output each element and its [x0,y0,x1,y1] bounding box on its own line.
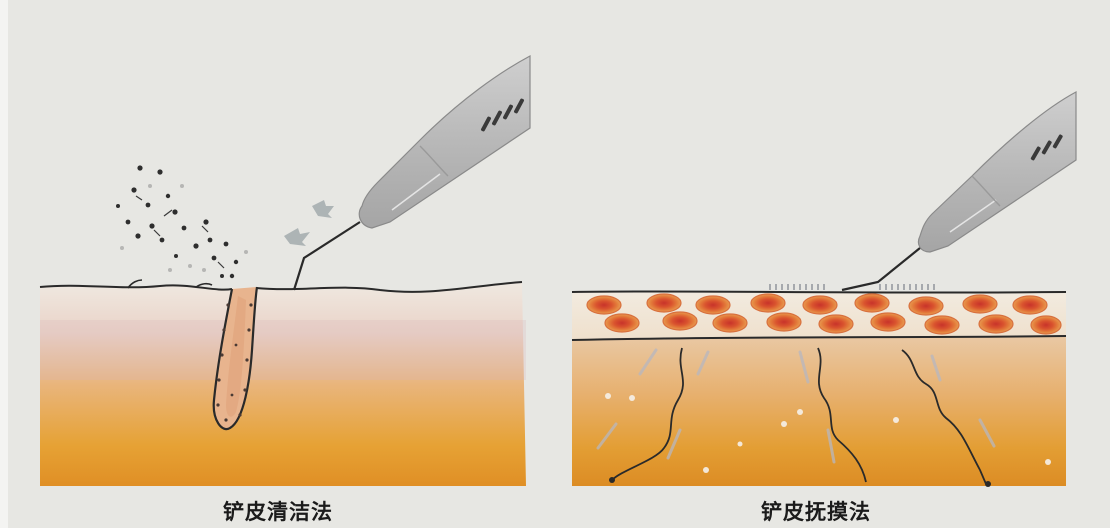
skin-block-left [40,282,526,486]
photo-border-left [0,0,8,528]
skin-surface-right [572,291,1066,292]
caption-scrub-massage: 铲皮抚摸法 [686,496,946,526]
skin-block-right [572,334,1066,486]
caption-scrub-cleaning: 铲皮清洁法 [148,496,408,526]
skin-hue-band [40,320,526,380]
